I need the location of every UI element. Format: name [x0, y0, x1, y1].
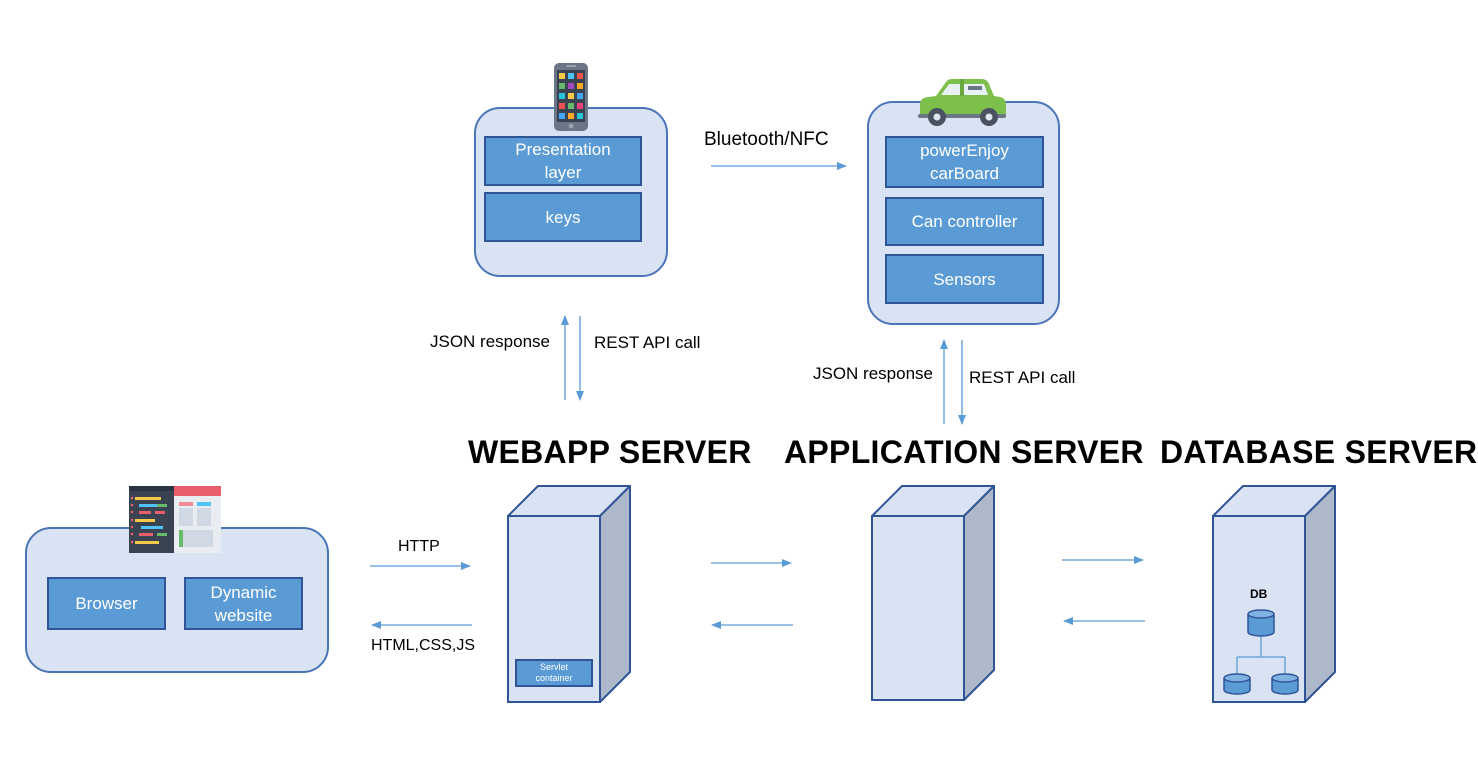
- db-label: DB: [1250, 587, 1268, 601]
- rest-api-call-label-left: REST API call: [594, 333, 701, 352]
- database-server-title: DATABASE SERVER: [1160, 434, 1478, 470]
- presentation-layer-block: Presentation layer: [484, 136, 642, 186]
- application-server-title: APPLICATION SERVER: [784, 434, 1144, 470]
- keys-block: keys: [484, 192, 642, 242]
- browser-block: Browser: [47, 577, 166, 630]
- code-editor-icon: [129, 486, 221, 553]
- sensors-block: Sensors: [885, 254, 1044, 304]
- dynamic-website-block: Dynamic website: [184, 577, 303, 630]
- carboard-block: powerEnjoy carBoard: [885, 136, 1044, 188]
- bluetooth-nfc-label: Bluetooth/NFC: [704, 129, 829, 150]
- smartphone-icon: [554, 63, 588, 131]
- webapp-server-title: WEBAPP SERVER: [468, 434, 752, 470]
- json-response-label-right: JSON response: [813, 364, 933, 383]
- db-cylinder-small-right-icon: [1271, 673, 1299, 695]
- application-server-cube: [871, 485, 995, 701]
- database-tree-icon: [1223, 609, 1299, 695]
- servlet-container-block: Servlet container: [515, 659, 593, 687]
- html-css-js-label: HTML,CSS,JS: [371, 637, 476, 654]
- database-server-cube: [1212, 485, 1336, 703]
- db-cylinder-icon: [1247, 609, 1275, 637]
- http-label: HTTP: [398, 538, 440, 555]
- car-icon: [918, 79, 1006, 126]
- json-response-label-left: JSON response: [430, 332, 550, 351]
- rest-api-call-label-right: REST API call: [969, 368, 1076, 387]
- can-controller-block: Can controller: [885, 197, 1044, 246]
- db-cylinder-small-left-icon: [1223, 673, 1251, 695]
